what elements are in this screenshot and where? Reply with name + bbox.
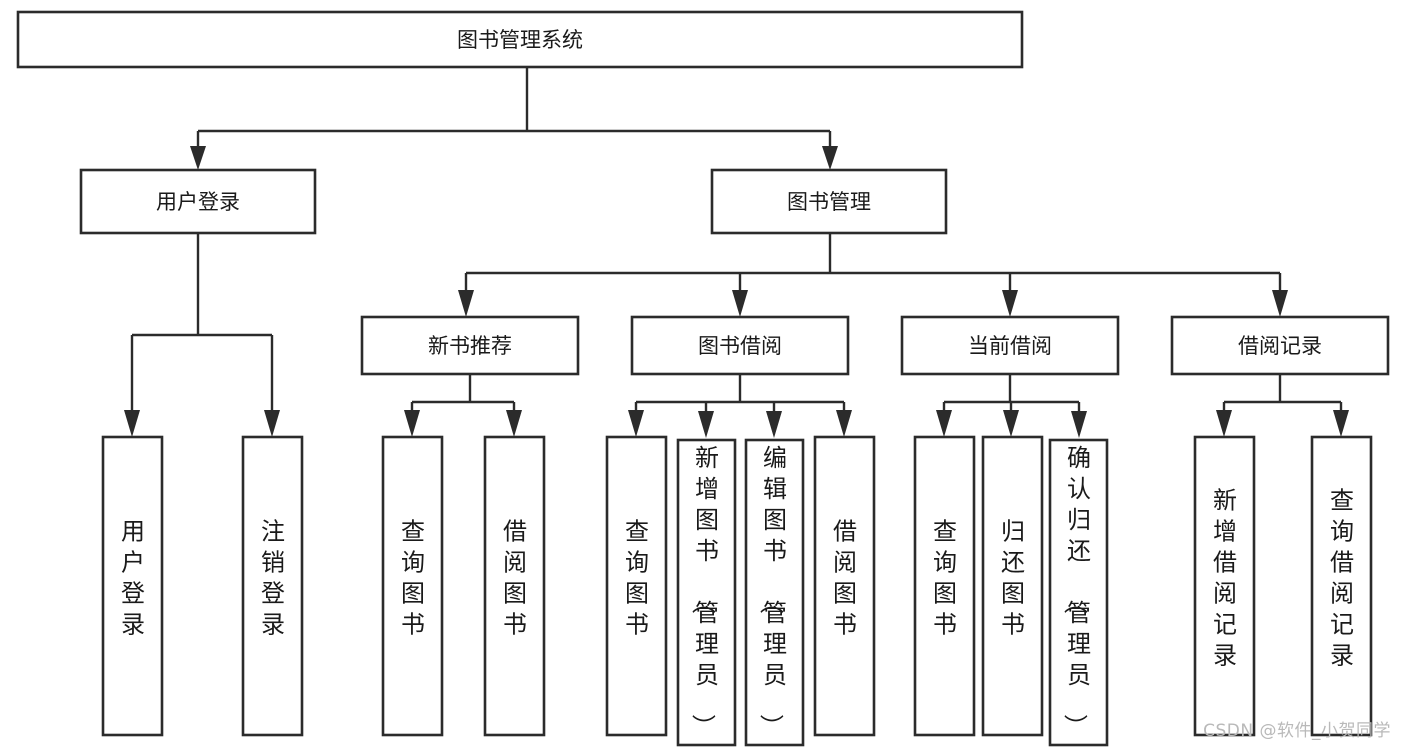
node-leaf6[interactable]: 新增图书（管理员） [676,438,737,747]
node-leaf12[interactable]: 新增借阅记录 [1193,435,1256,737]
node-leaf2[interactable]: 注销登录 [241,435,304,737]
node-bookmgmt[interactable]: 图书管理 [710,168,948,235]
node-leaf10[interactable]: 归还图书 [981,435,1044,737]
node-leaf10-label: 归还图书 [1001,518,1025,639]
arrowhead-leaf5 [628,410,644,437]
node-leaf11[interactable]: 确认归还（管理员） [1048,438,1109,747]
node-current-label: 当前借阅 [968,334,1052,358]
node-records[interactable]: 借阅记录 [1170,315,1390,376]
node-leaf5[interactable]: 查询图书 [605,435,668,737]
node-leaf1-label: 用户登录 [121,518,145,639]
node-leaf6-label: 新增图书（管理员） [689,444,719,738]
node-leaf5-label: 查询图书 [625,518,649,639]
node-records-label: 借阅记录 [1238,334,1322,358]
arrowhead-leaf2 [264,410,280,437]
node-root-box[interactable] [16,10,1024,69]
node-login-label: 用户登录 [156,190,240,214]
node-leaf3-label: 查询图书 [401,518,425,639]
node-root[interactable]: 图书管理系统 [16,10,1024,69]
arrowhead-leaf12 [1216,410,1232,437]
node-leaf7[interactable]: 编辑图书（管理员） [744,438,805,747]
node-leaf11-box[interactable] [1048,438,1109,747]
node-login-box[interactable] [79,168,317,235]
node-leaf7-label: 编辑图书（管理员） [757,444,787,738]
arrowhead-records [1272,290,1288,317]
node-leaf4-label: 借阅图书 [503,518,527,639]
arrowhead-leaf4 [506,410,522,437]
node-leaf9[interactable]: 查询图书 [913,435,976,737]
node-leaf2-box[interactable] [241,435,304,737]
arrowhead-leaf10 [1003,410,1019,437]
node-leaf8-label: 借阅图书 [833,518,857,639]
node-leaf1-box[interactable] [101,435,164,737]
node-leaf8-box[interactable] [813,435,876,737]
node-borrow[interactable]: 图书借阅 [630,315,850,376]
arrowhead-login [190,146,206,170]
arrowhead-newbook [458,290,474,317]
arrowhead-borrow [732,290,748,317]
arrowhead-leaf7 [766,411,782,438]
node-leaf12-box[interactable] [1193,435,1256,737]
arrowhead-leaf13 [1333,410,1349,437]
arrowhead-bookmgmt [822,146,838,170]
node-leaf4[interactable]: 借阅图书 [483,435,546,737]
arrowhead-leaf6 [698,411,714,438]
node-leaf3[interactable]: 查询图书 [381,435,444,737]
node-leaf8[interactable]: 借阅图书 [813,435,876,737]
arrowhead-leaf11 [1071,411,1087,438]
node-login[interactable]: 用户登录 [79,168,317,235]
node-leaf7-box[interactable] [744,438,805,747]
node-leaf10-box[interactable] [981,435,1044,737]
node-bookmgmt-box[interactable] [710,168,948,235]
node-borrow-label: 图书借阅 [698,334,782,358]
node-leaf6-box[interactable] [676,438,737,747]
node-bookmgmt-label: 图书管理 [787,190,871,214]
node-leaf9-label: 查询图书 [933,518,957,639]
node-leaf5-box[interactable] [605,435,668,737]
arrowhead-current [1002,290,1018,317]
node-current[interactable]: 当前借阅 [900,315,1120,376]
node-newbook-box[interactable] [360,315,580,376]
node-borrow-box[interactable] [630,315,850,376]
node-records-box[interactable] [1170,315,1390,376]
node-leaf13-box[interactable] [1310,435,1373,737]
node-current-box[interactable] [900,315,1120,376]
node-leaf1[interactable]: 用户登录 [101,435,164,737]
node-leaf11-label: 确认归还（管理员） [1061,444,1091,738]
node-root-label: 图书管理系统 [457,28,583,52]
node-leaf12-label: 新增借阅记录 [1213,487,1237,670]
arrowhead-leaf8 [836,410,852,437]
watermark-text: CSDN @软件_小贺同学 [1203,721,1391,741]
node-leaf3-box[interactable] [381,435,444,737]
node-leaf4-box[interactable] [483,435,546,737]
node-leaf13[interactable]: 查询借阅记录 [1310,435,1373,737]
node-newbook-label: 新书推荐 [428,334,512,358]
node-newbook[interactable]: 新书推荐 [360,315,580,376]
node-leaf9-box[interactable] [913,435,976,737]
node-leaf2-label: 注销登录 [261,518,285,639]
arrowhead-leaf1 [124,410,140,437]
node-leaf13-label: 查询借阅记录 [1330,487,1354,670]
arrowhead-leaf9 [936,410,952,437]
connectors [124,67,1349,438]
arrowhead-leaf3 [404,410,420,437]
